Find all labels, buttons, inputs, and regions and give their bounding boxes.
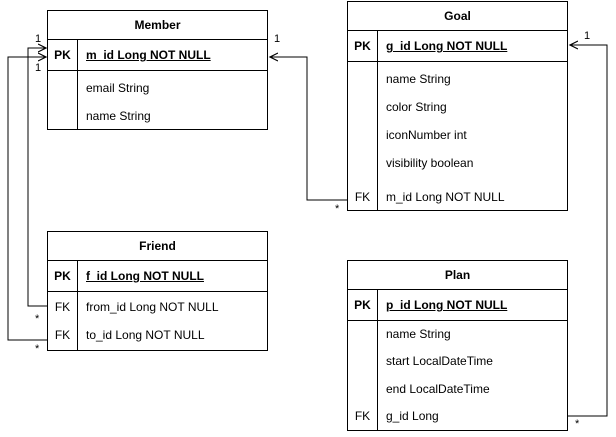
edge-friend-from-to-member xyxy=(27,48,48,307)
entity-title: Member xyxy=(48,11,267,40)
field: name String xyxy=(386,327,451,341)
key-column: FK FK xyxy=(48,292,78,350)
field-list: name String color String iconNumber int … xyxy=(378,62,567,210)
pk-label: PK xyxy=(48,40,78,70)
field: name String xyxy=(86,109,151,123)
multiplicity-label: * xyxy=(335,203,340,215)
multiplicity-label: 1 xyxy=(274,33,281,45)
field-list: name String start LocalDateTime end Loca… xyxy=(378,321,567,430)
edge-plan-to-goal xyxy=(568,45,608,417)
entity-goal[interactable]: Goal PK g_id Long NOT NULL FK name Strin… xyxy=(347,1,568,211)
field: iconNumber int xyxy=(386,128,467,142)
multiplicity-label: 1 xyxy=(35,33,42,45)
pk-label: PK xyxy=(48,261,78,291)
field: to_id Long NOT NULL xyxy=(86,328,205,342)
field: g_id Long xyxy=(386,409,439,423)
field-list: email String name String xyxy=(78,71,267,129)
fk-label: FK xyxy=(354,190,371,204)
entity-friend[interactable]: Friend PK f_id Long NOT NULL FK FK from_… xyxy=(47,231,268,351)
field: m_id Long NOT NULL xyxy=(386,190,505,204)
field: from_id Long NOT NULL xyxy=(86,300,219,314)
field: name String xyxy=(386,72,451,86)
field: visibility boolean xyxy=(386,156,474,170)
field: start LocalDateTime xyxy=(386,354,493,368)
multiplicity-label: * xyxy=(35,313,40,325)
pk-field: p_id Long NOT NULL xyxy=(386,298,508,312)
entity-title: Friend xyxy=(48,232,267,261)
fk-label: FK xyxy=(54,328,71,342)
pk-field: g_id Long NOT NULL xyxy=(386,39,508,53)
fk-label: FK xyxy=(54,300,71,314)
entity-body: FK name String start LocalDateTime end L… xyxy=(348,321,567,430)
entity-body: email String name String xyxy=(48,71,267,129)
fk-label: FK xyxy=(354,409,371,423)
primary-key-row: PK f_id Long NOT NULL xyxy=(48,261,267,292)
entity-plan[interactable]: Plan PK p_id Long NOT NULL FK name Strin… xyxy=(347,260,568,431)
multiplicity-label: 1 xyxy=(35,62,42,74)
field-list: from_id Long NOT NULL to_id Long NOT NUL… xyxy=(78,292,267,350)
pk-field: f_id Long NOT NULL xyxy=(86,269,204,283)
primary-key-row: PK g_id Long NOT NULL xyxy=(348,31,567,62)
field: color String xyxy=(386,100,447,114)
entity-body: FK FK from_id Long NOT NULL to_id Long N… xyxy=(48,292,267,350)
pk-label: PK xyxy=(348,31,378,61)
key-column xyxy=(48,71,78,129)
primary-key-row: PK p_id Long NOT NULL xyxy=(348,290,567,321)
multiplicity-label: 1 xyxy=(584,30,591,42)
entity-title: Plan xyxy=(348,261,567,290)
field: end LocalDateTime xyxy=(386,382,490,396)
primary-key-row: PK m_id Long NOT NULL xyxy=(48,40,267,71)
entity-body: FK name String color String iconNumber i… xyxy=(348,62,567,210)
edge-goal-to-member xyxy=(270,57,347,201)
multiplicity-label: * xyxy=(575,418,580,430)
key-column: FK xyxy=(348,62,378,210)
pk-field: m_id Long NOT NULL xyxy=(86,48,211,62)
field: email String xyxy=(86,81,150,95)
key-column: FK xyxy=(348,321,378,430)
multiplicity-label: * xyxy=(35,343,40,355)
entity-member[interactable]: Member PK m_id Long NOT NULL email Strin… xyxy=(47,10,268,130)
pk-label: PK xyxy=(348,290,378,320)
entity-title: Goal xyxy=(348,2,567,31)
edge-friend-to-to-member xyxy=(7,57,48,341)
